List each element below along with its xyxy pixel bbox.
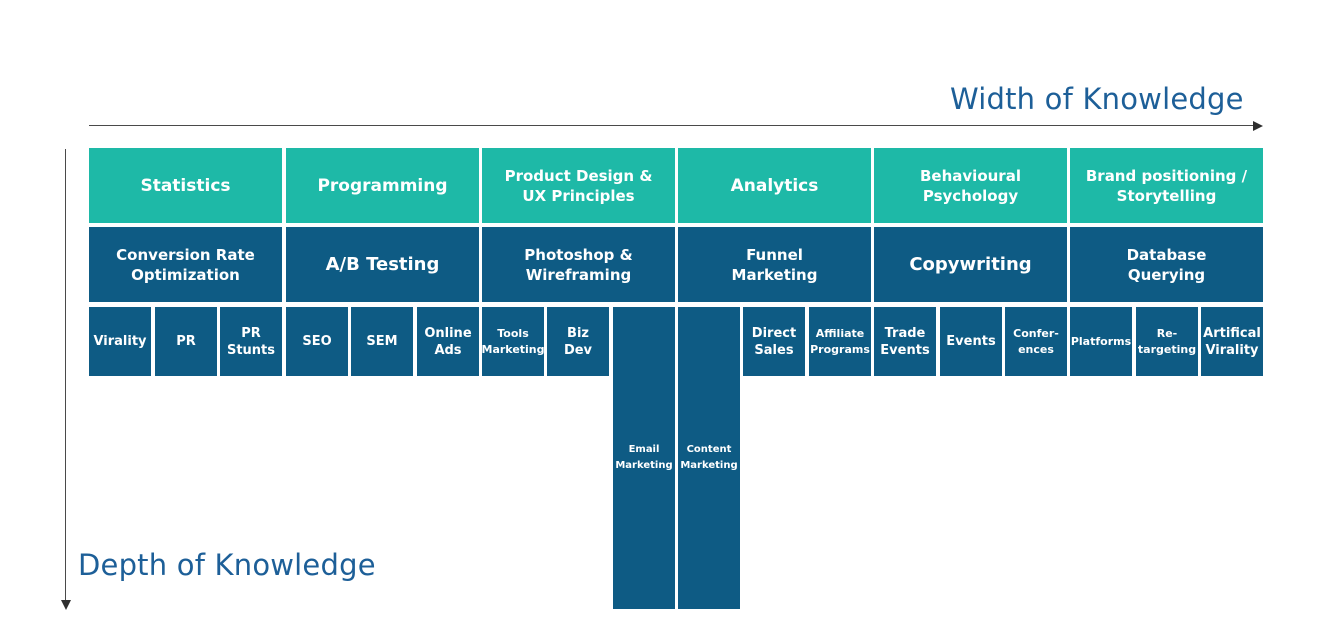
skill-behavioural-psychology: Behavioural Psychology <box>874 148 1067 223</box>
width-axis-arrowhead <box>1253 121 1263 131</box>
skill-direct-sales: Direct Sales <box>743 307 805 376</box>
skill-platforms: Platforms <box>1070 307 1132 376</box>
skill-statistics: Statistics <box>89 148 282 223</box>
skill-programming: Programming <box>286 148 479 223</box>
skill-pr-stunts: PR Stunts <box>220 307 282 376</box>
skill-seo: SEO <box>286 307 348 376</box>
depth-axis-line <box>65 149 66 601</box>
skill-events: Events <box>940 307 1002 376</box>
skill-photoshop-wireframing: Photoshop & Wireframing <box>482 227 675 302</box>
skill-affiliate-programs: Affiliate Programs <box>809 307 871 376</box>
skill-brand-positioning: Brand positioning / Storytelling <box>1070 148 1263 223</box>
skill-retargeting: Re- targeting <box>1136 307 1198 376</box>
width-axis-line <box>89 125 1255 126</box>
skill-online-ads: Online Ads <box>417 307 479 376</box>
skill-pr: PR <box>155 307 217 376</box>
skill-virality: Virality <box>89 307 151 376</box>
skill-sem: SEM <box>351 307 413 376</box>
skill-trade-events: Trade Events <box>874 307 936 376</box>
skill-product-design: Product Design & UX Principles <box>482 148 675 223</box>
skill-biz-dev: Biz Dev <box>547 307 609 376</box>
skill-funnel-marketing: Funnel Marketing <box>678 227 871 302</box>
skill-conversion-rate-optimization: Conversion Rate Optimization <box>89 227 282 302</box>
depth-axis-arrowhead <box>61 600 71 610</box>
skill-database-querying: Database Querying <box>1070 227 1263 302</box>
skill-ab-testing: A/B Testing <box>286 227 479 302</box>
skill-conferences: Confer- ences <box>1005 307 1067 376</box>
skill-tools-marketing: Tools Marketing <box>482 307 544 376</box>
width-of-knowledge-label: Width of Knowledge <box>950 82 1244 116</box>
skill-email-marketing: Email Marketing <box>613 307 675 609</box>
skill-analytics: Analytics <box>678 148 871 223</box>
depth-of-knowledge-label: Depth of Knowledge <box>78 548 376 582</box>
skill-artifical-virality: Artifical Virality <box>1201 307 1263 376</box>
skill-copywriting: Copywriting <box>874 227 1067 302</box>
skill-content-marketing: Content Marketing <box>678 307 740 609</box>
